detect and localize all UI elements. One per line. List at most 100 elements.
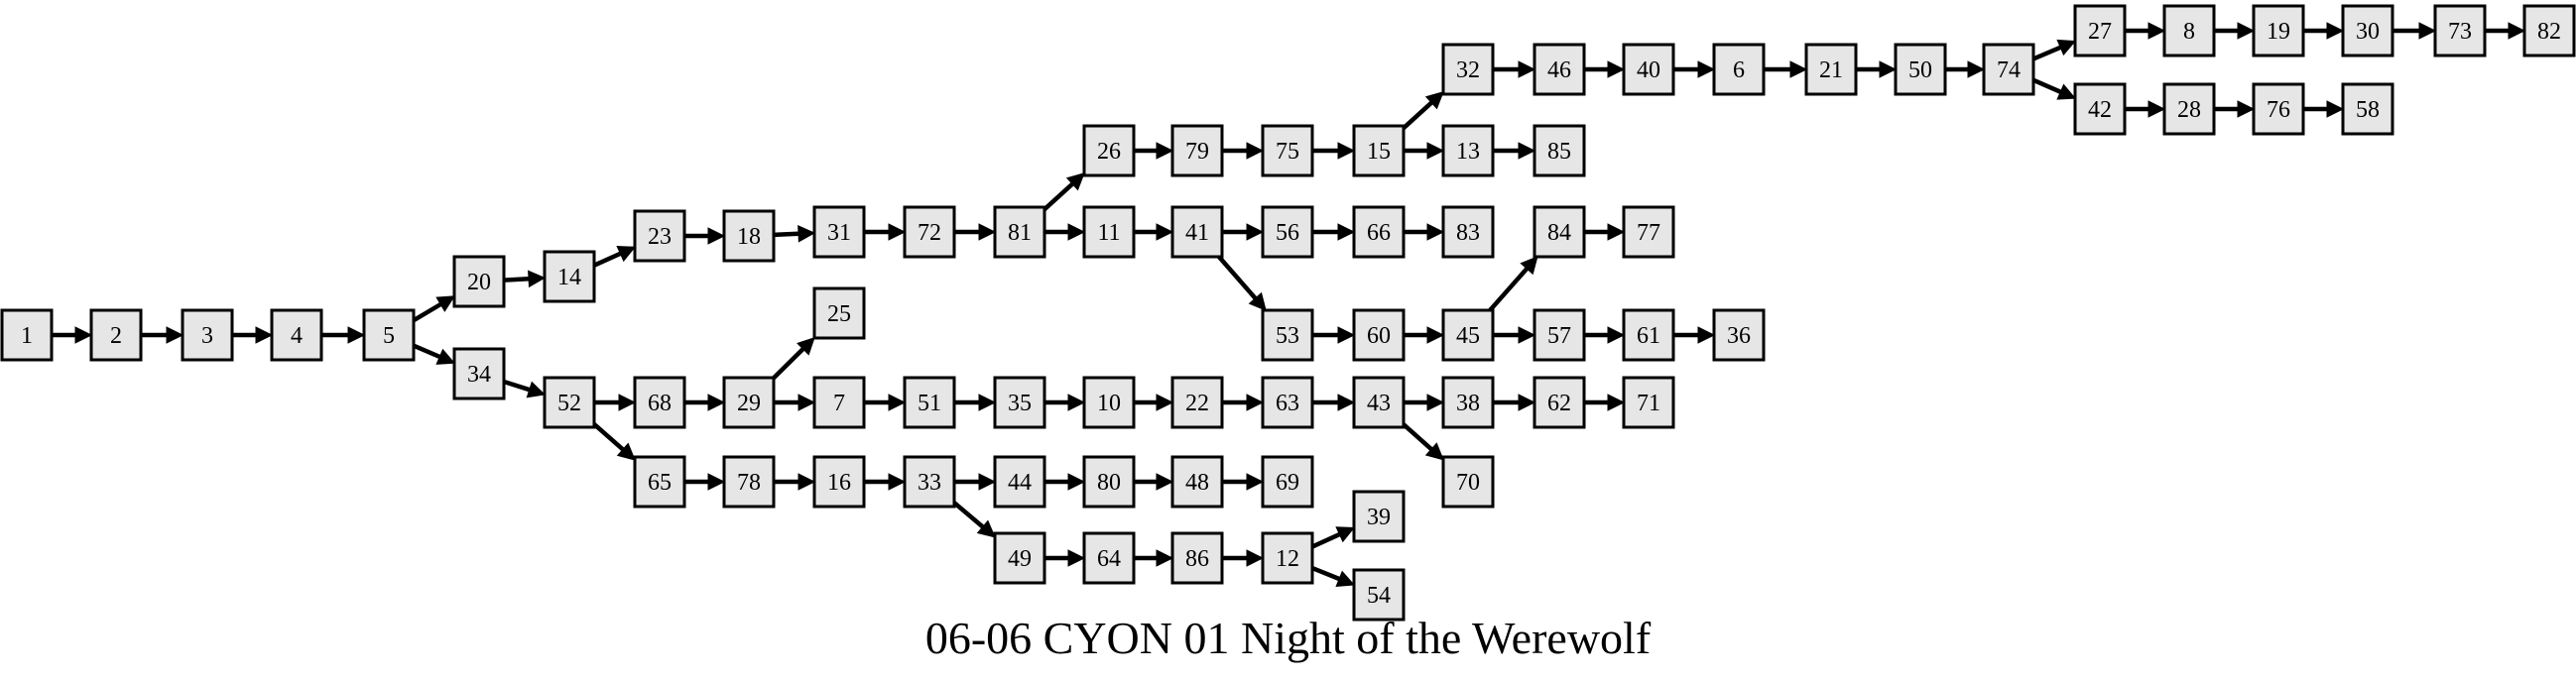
node-28: 28 — [2162, 82, 2216, 136]
node-78: 78 — [722, 455, 776, 509]
node-label: 15 — [1367, 139, 1391, 165]
edge-4-5 — [321, 326, 366, 344]
node-53: 53 — [1261, 308, 1314, 362]
edge-line — [773, 231, 799, 238]
node-box — [2073, 4, 2127, 57]
node-64: 64 — [1082, 531, 1136, 585]
edge-30-73 — [2392, 22, 2437, 40]
node-box — [1170, 205, 1224, 259]
edge-33-49 — [952, 501, 996, 538]
edge-23-18 — [684, 227, 726, 245]
node-84: 84 — [1533, 205, 1586, 259]
edge-19-30 — [2303, 22, 2345, 40]
arrow-head — [616, 442, 636, 461]
edge-28-76 — [2214, 100, 2256, 118]
arrow-head — [1246, 142, 1265, 160]
arrow-head — [166, 326, 184, 344]
edge-line — [772, 347, 805, 380]
node-label: 71 — [1637, 391, 1660, 416]
node-label: 81 — [1008, 220, 1032, 246]
node-label: 3 — [201, 323, 213, 349]
edge-10-22 — [1134, 394, 1174, 411]
node-box — [633, 455, 686, 509]
edge-75-15 — [1312, 142, 1356, 160]
node-44: 44 — [993, 455, 1046, 509]
node-27: 27 — [2073, 4, 2127, 57]
node-box — [2522, 4, 2576, 57]
node-71: 71 — [1622, 376, 1675, 429]
arrow-head — [2237, 100, 2256, 118]
node-box — [1622, 308, 1675, 362]
node-box — [0, 308, 54, 362]
edge-5-20 — [412, 295, 455, 323]
node-label: 69 — [1276, 470, 1299, 496]
edge-48-69 — [1222, 473, 1265, 491]
node-74: 74 — [1982, 43, 2035, 96]
arrow-head — [978, 223, 997, 241]
node-label: 74 — [1997, 57, 2021, 83]
node-label: 44 — [1008, 470, 1032, 496]
edge-72-81 — [954, 223, 997, 241]
edge-63-43 — [1312, 394, 1356, 411]
node-box — [1622, 205, 1675, 259]
node-79: 79 — [1170, 124, 1224, 177]
node-box — [1261, 455, 1314, 509]
edge-line — [1311, 532, 1341, 549]
node-11: 11 — [1082, 205, 1136, 259]
arrow-head — [707, 227, 726, 245]
node-35: 35 — [993, 376, 1046, 429]
arrow-head — [1426, 223, 1445, 241]
node-31: 31 — [812, 205, 866, 259]
node-52: 52 — [543, 376, 596, 429]
edge-line — [1488, 267, 1529, 312]
node-box — [1712, 308, 1766, 362]
node-box — [1352, 490, 1406, 543]
edge-43-38 — [1404, 394, 1445, 411]
arrow-head — [255, 326, 274, 344]
edge-20-14 — [503, 270, 547, 288]
node-box — [1441, 124, 1495, 177]
edge-56-66 — [1312, 223, 1356, 241]
arrow-head — [1424, 442, 1444, 461]
edge-7-51 — [864, 394, 907, 411]
node-49: 49 — [993, 531, 1046, 585]
arrow-head — [74, 326, 93, 344]
arrow-head — [2237, 22, 2256, 40]
node-16: 16 — [812, 455, 866, 509]
node-label: 1 — [21, 323, 33, 349]
node-label: 16 — [827, 470, 851, 496]
node-8: 8 — [2162, 4, 2216, 57]
arrow-head — [1967, 60, 1986, 78]
edge-64-86 — [1134, 549, 1174, 567]
node-box — [1261, 376, 1314, 429]
node-77: 77 — [1622, 205, 1675, 259]
edge-line — [952, 501, 985, 529]
arrow-head — [2326, 100, 2345, 118]
node-15: 15 — [1352, 124, 1406, 177]
node-13: 13 — [1441, 124, 1495, 177]
edge-65-78 — [684, 473, 726, 491]
node-12: 12 — [1261, 531, 1314, 585]
node-62: 62 — [1533, 376, 1586, 429]
arrow-head — [1518, 60, 1536, 78]
edge-12-39 — [1311, 526, 1356, 549]
node-label: 10 — [1097, 391, 1121, 416]
node-box — [812, 205, 866, 259]
node-54: 54 — [1352, 568, 1406, 622]
edge-line — [413, 343, 441, 360]
node-label: 60 — [1367, 323, 1391, 349]
edge-38-62 — [1493, 394, 1536, 411]
node-box — [1170, 531, 1224, 585]
node-box — [2162, 82, 2216, 136]
edge-11-41 — [1134, 223, 1174, 241]
arrow-head — [1156, 223, 1174, 241]
edge-42-28 — [2125, 100, 2166, 118]
node-26: 26 — [1082, 124, 1136, 177]
node-box — [452, 347, 506, 400]
node-label: 33 — [918, 470, 941, 496]
edge-line — [2032, 77, 2062, 94]
edge-45-84 — [1488, 256, 1538, 312]
node-box — [1441, 43, 1495, 96]
node-68: 68 — [633, 376, 686, 429]
